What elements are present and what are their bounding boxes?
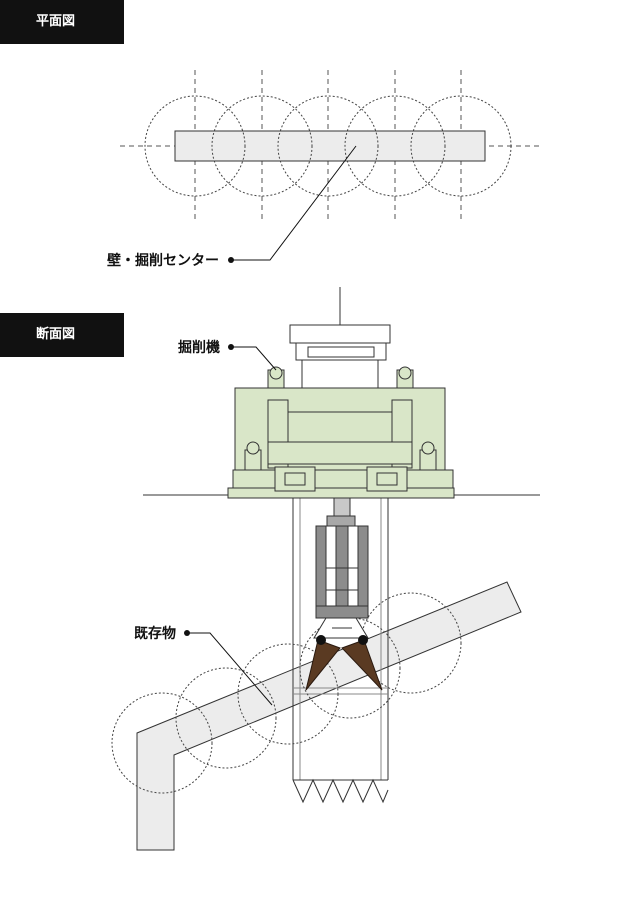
machine-callout-leader (232, 346, 277, 371)
machine-callout-dot (228, 344, 234, 350)
top-motor (289, 324, 391, 389)
existing-callout-dot (184, 630, 190, 636)
machine-callout-label: 掘削機 (178, 339, 220, 356)
plan-view-label: 平面図 (0, 0, 124, 44)
body-windows (284, 472, 398, 486)
plan-callout-leader (232, 145, 357, 261)
cutter-pivot-left (316, 635, 326, 645)
existing-callout-leader (188, 632, 273, 706)
drill-rod (315, 497, 369, 619)
plan-wall-bar (174, 130, 486, 162)
plan-view: 壁・掘削センター (107, 70, 540, 269)
plan-excavation-circles (144, 95, 512, 197)
cutter-pivot-right (358, 635, 368, 645)
section-view-label: 断面図 (0, 313, 124, 357)
cutter-blade-right (341, 639, 383, 691)
existing-callout-label: 既存物 (134, 625, 176, 642)
casing-shaft (292, 495, 389, 781)
cutter-blade-left (305, 639, 341, 691)
section-view: 掘削機 既存物 (111, 287, 540, 851)
existing-structure (136, 581, 522, 851)
plan-callout-label: 壁・掘削センター (107, 252, 219, 269)
casing-teeth (292, 778, 389, 804)
excavator-body (227, 366, 455, 499)
plan-callout-dot (228, 257, 234, 263)
